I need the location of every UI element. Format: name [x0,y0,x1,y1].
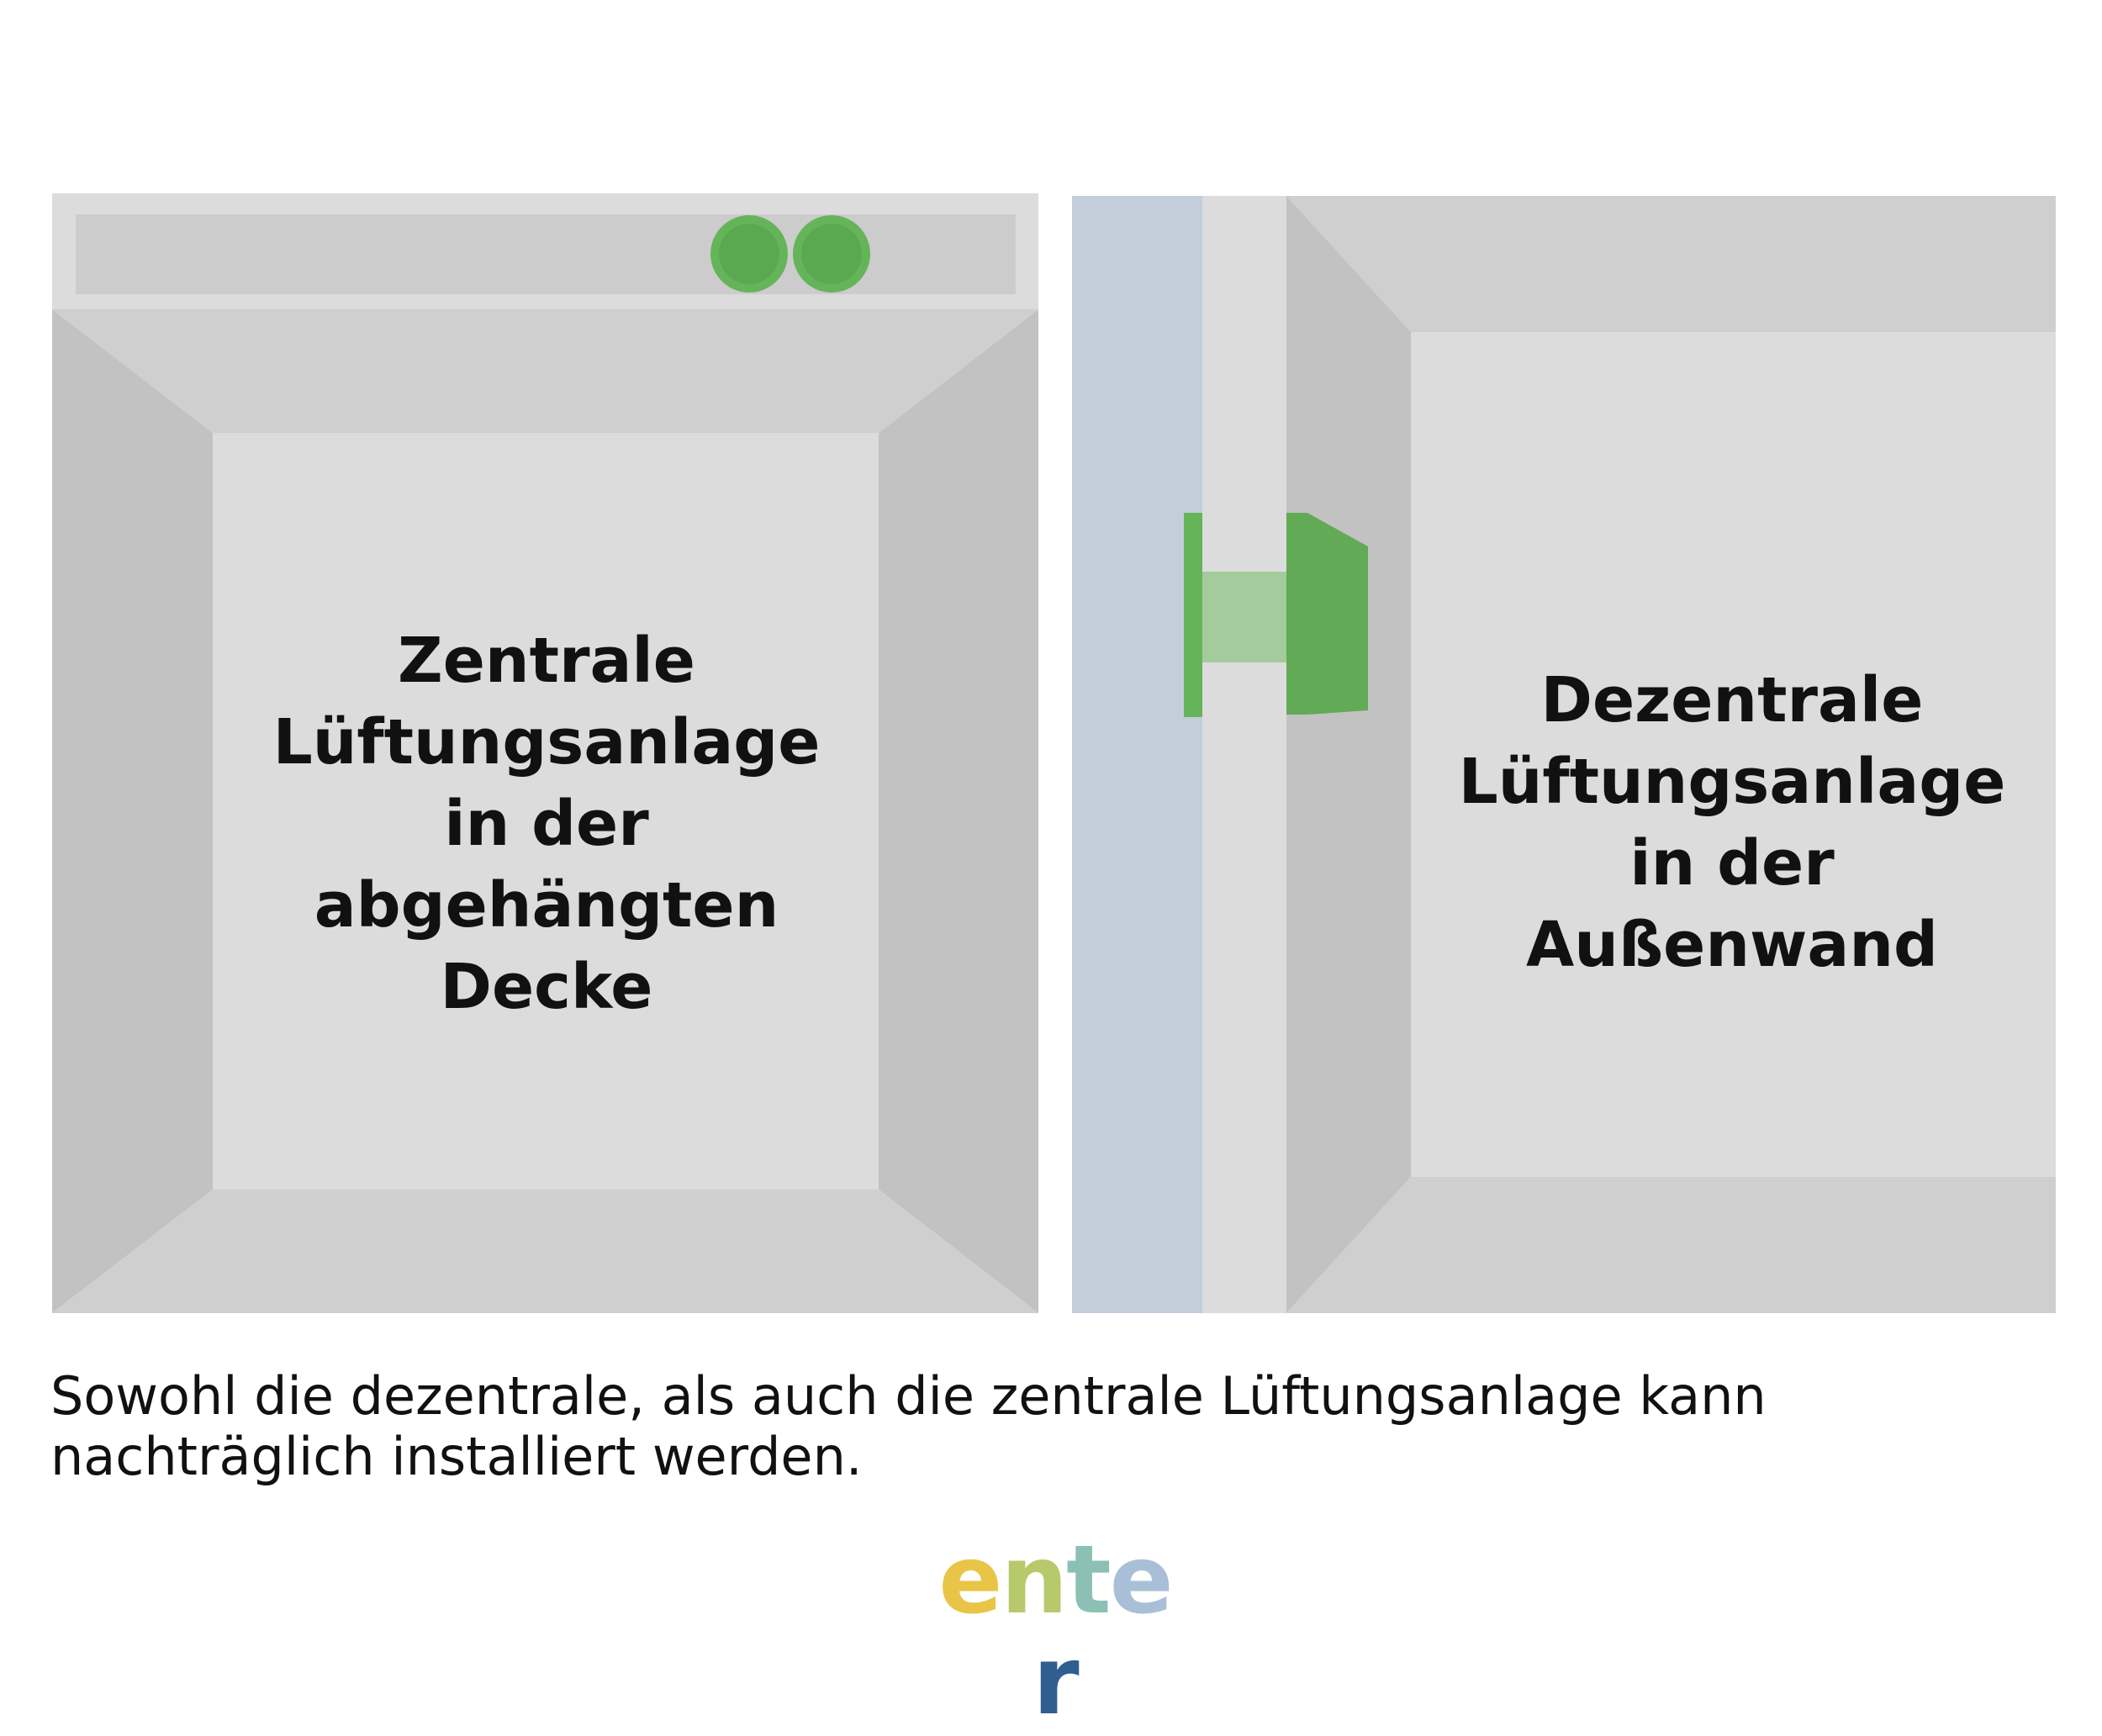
logo-letter: e [938,1526,1002,1635]
right-room-floor [1286,1177,2056,1313]
logo-letter: e [1109,1526,1174,1635]
enter-logo: enter [925,1530,1186,1732]
ventilation-unit-circle-1-inner [719,224,779,284]
label-line: Außenwand [1526,909,1938,981]
left-room-ceiling [52,309,1038,433]
caption-line: Sowohl die dezentrale, als auch die zent… [50,1365,1767,1427]
logo-letter: r [1033,1627,1079,1736]
label-line: Decke [440,951,653,1023]
left-room-left-wall [52,309,213,1313]
interior-wall-section [1202,196,1286,1313]
label-line: Zentrale [398,625,695,697]
label-line: Lüftungsanlage [1458,746,2006,818]
ventilation-illustration [52,193,2056,1313]
decentral-ventilation-label: Dezentrale Lüftungsanlage in der Außenwa… [1396,660,2068,986]
label-line: Lüftungsanlage [272,706,821,778]
caption-text: Sowohl die dezentrale, als auch die zent… [50,1366,2052,1487]
logo-letter: t [1066,1526,1112,1635]
label-line: Dezentrale [1540,664,1924,736]
right-room-illustration [1072,196,2056,1313]
ventilation-unit-circle-2-inner [801,224,862,284]
right-room-side-wall [1286,196,1411,1313]
exterior-wall [1072,196,1202,1313]
wall-unit-interior-housing [1286,513,1368,715]
right-room-ceiling [1286,196,2056,332]
wall-unit-exterior-cover [1184,513,1202,717]
caption-line: nachträglich installiert werden. [50,1426,863,1487]
label-line: in der [1629,827,1835,900]
logo-letter: n [1001,1526,1068,1635]
left-room-illustration [52,193,1038,1313]
left-room-right-wall [879,309,1038,1313]
wall-unit-duct [1201,572,1289,662]
left-room-back-wall [213,433,879,1190]
central-ventilation-label: Zentrale Lüftungsanlage in der abgehängt… [210,620,883,1028]
right-room-back-wall [1411,332,2056,1177]
suspended-ceiling-duct [76,214,1016,294]
left-room-floor [52,1190,1038,1313]
label-line: abgehängten [314,869,779,942]
label-line: in der [444,788,649,860]
